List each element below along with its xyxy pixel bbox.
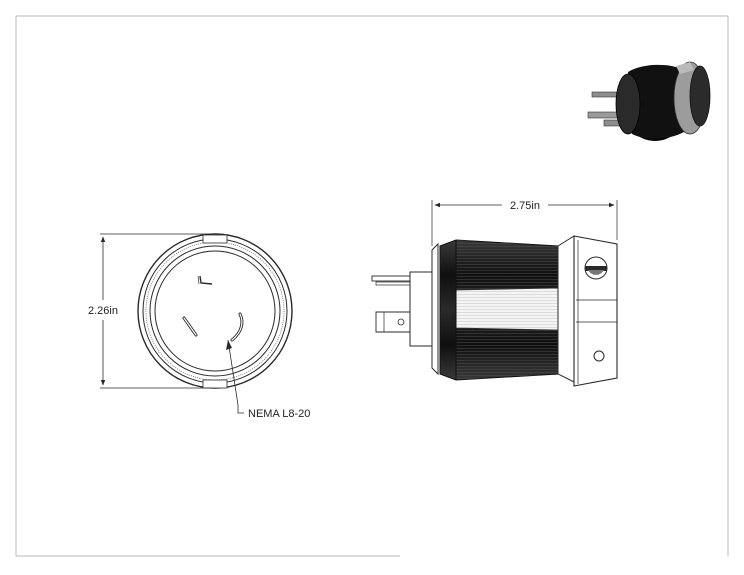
length-dimension-label: 2.75in (510, 200, 540, 212)
face-callout-leader (226, 339, 244, 414)
drawing-frame (15, 15, 729, 557)
length-dimension (431, 200, 618, 246)
isometric-view (587, 61, 711, 141)
side-view (371, 235, 618, 387)
face-callout-label: NEMA L8-20 (248, 408, 310, 420)
height-dimension (100, 233, 212, 389)
front-face-view (137, 233, 293, 389)
height-dimension-label: 2.26in (88, 305, 118, 317)
